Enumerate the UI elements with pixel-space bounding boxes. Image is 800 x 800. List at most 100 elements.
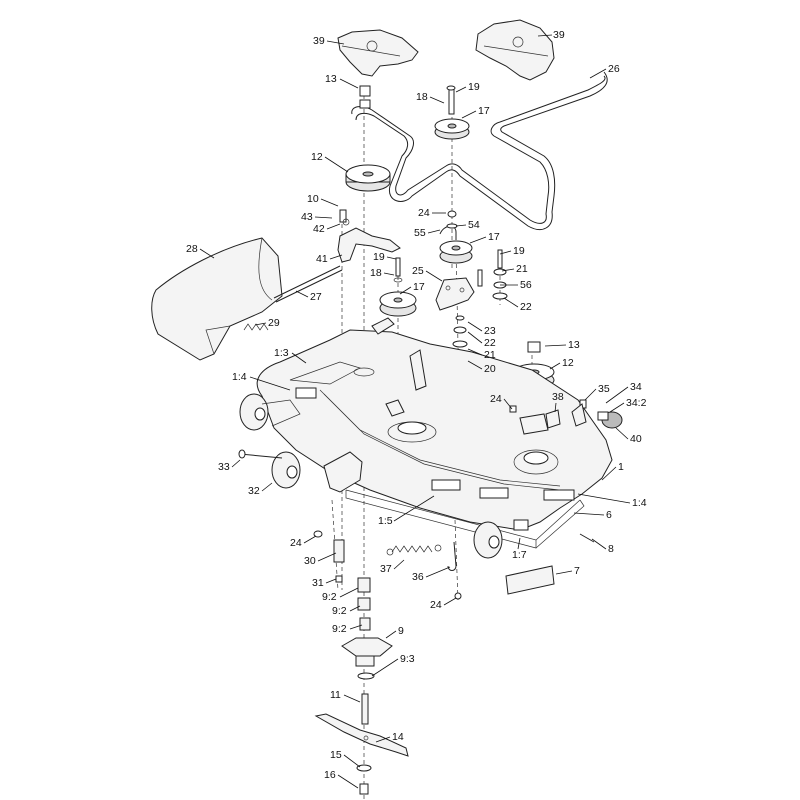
leader-line-c-54 (455, 224, 467, 227)
callout-c-10: 10 (307, 193, 319, 205)
leader-line-c-12b (549, 362, 561, 370)
leader-line-c-43 (314, 216, 333, 219)
leader-line-c-38 (554, 402, 557, 413)
leader-line-c-1-5 (393, 495, 435, 522)
callout-c-1: 1 (618, 461, 624, 473)
leader-line-c-40 (615, 427, 629, 440)
leader-line-c-24b (503, 398, 513, 410)
leader-line-c-9-2a (339, 587, 359, 598)
leader-line-c-34-2 (609, 402, 625, 413)
leader-line-c-55 (427, 229, 441, 234)
callout-c-54: 54 (468, 219, 480, 231)
callout-c-36: 36 (412, 571, 424, 583)
leader-line-c-24d (443, 597, 457, 606)
callout-c-24b: 24 (490, 393, 502, 405)
gauge-wheel-front-left (239, 393, 301, 431)
deck-housing (256, 317, 613, 549)
callout-c-21b: 21 (484, 349, 496, 361)
leader-line-c-24c (303, 535, 317, 544)
leader-line-c-18b (383, 272, 395, 276)
callout-c-1-3: 1:3 (274, 347, 289, 359)
leader-line-c-28 (199, 248, 215, 259)
leader-line-c-7 (555, 570, 573, 575)
callout-c-12a: 12 (311, 151, 323, 163)
leader-line-c-27 (295, 290, 309, 298)
leader-line-c-42 (326, 223, 341, 230)
callout-c-1-4b: 1:4 (632, 497, 647, 509)
leader-line-c-1-4b (577, 493, 631, 504)
callout-c-23: 23 (484, 325, 496, 337)
leader-line-c-13a (339, 78, 359, 89)
pulley-17-mid (439, 240, 473, 264)
callout-c-14: 14 (392, 731, 404, 743)
leader-line-c-30 (317, 552, 337, 562)
leader-line-c-1 (601, 466, 617, 481)
callout-c-26: 26 (608, 63, 620, 75)
callout-c-11: 11 (330, 689, 341, 701)
callout-c-27: 27 (310, 291, 322, 303)
callout-c-12b: 12 (562, 357, 574, 369)
gauge-wheel-32 (271, 451, 301, 489)
cover-plate-7 (505, 565, 555, 595)
spring-37 (386, 544, 442, 556)
leader-line-c-33 (231, 459, 241, 468)
callout-c-33: 33 (218, 461, 230, 473)
callout-c-9-3: 9:3 (400, 653, 415, 665)
callout-c-9-2a: 9:2 (322, 591, 337, 603)
callout-c-24c: 24 (290, 537, 302, 549)
callout-c-15: 15 (330, 749, 342, 761)
leader-line-c-22b (467, 331, 483, 344)
callout-c-28: 28 (186, 243, 198, 255)
callout-c-34: 34 (630, 381, 642, 393)
pulley-12-left (345, 164, 391, 192)
leader-line-c-31 (325, 578, 337, 584)
leader-line-c-10 (320, 198, 339, 207)
leader-line-c-14 (375, 736, 391, 743)
leader-line-c-19c (386, 256, 397, 260)
callout-c-22b: 22 (484, 337, 496, 349)
leader-line-c-15 (343, 754, 361, 768)
blade-14 (314, 713, 409, 757)
leader-line-c-26 (589, 68, 607, 79)
belt-cover-left (337, 29, 419, 77)
spacer-stack-right (477, 249, 508, 300)
leader-line-c-39a (326, 40, 345, 45)
leader-line-c-25 (425, 270, 443, 282)
leader-line-c-1-7 (517, 537, 521, 550)
callout-c-43: 43 (301, 211, 313, 223)
leader-line-c-35 (584, 388, 597, 401)
leader-line-c-39b (537, 34, 553, 37)
callout-c-17c: 17 (413, 281, 425, 293)
callout-c-56: 56 (520, 279, 532, 291)
callout-c-25: 25 (412, 265, 424, 277)
callout-c-21a: 21 (516, 263, 528, 275)
callout-c-41: 41 (316, 253, 328, 265)
discharge-deflector-28 (151, 237, 283, 361)
leader-line-c-6 (573, 512, 605, 516)
leader-line-c-17b (469, 236, 487, 244)
callout-c-9-2c: 9:2 (332, 623, 347, 635)
leader-line-c-9-2c (349, 624, 363, 630)
callout-c-13a: 13 (325, 73, 337, 85)
callout-c-24d: 24 (430, 599, 442, 611)
idler-bracket-25 (435, 277, 475, 311)
callout-c-20: 20 (484, 363, 496, 375)
callout-c-13b: 13 (568, 339, 580, 351)
callout-c-32: 32 (248, 485, 260, 497)
callout-c-39b: 39 (553, 29, 565, 41)
leader-line-c-22a (503, 297, 519, 308)
bracket-30 (313, 530, 462, 600)
deflector-rod-27 (273, 265, 343, 303)
leader-line-c-9-2b (349, 605, 361, 612)
leader-line-c-17a (461, 110, 477, 119)
callout-c-38: 38 (552, 391, 564, 403)
wheel-bracket (323, 451, 363, 493)
leader-line-c-21a (501, 268, 515, 272)
callout-c-34-2: 34:2 (626, 397, 647, 409)
leader-line-c-37 (393, 559, 405, 570)
callout-c-7: 7 (574, 565, 580, 577)
callout-c-19b: 19 (513, 245, 525, 257)
leader-line-c-9-3 (371, 658, 399, 677)
leader-line-c-1-4a (249, 376, 291, 391)
callout-c-40: 40 (630, 433, 642, 445)
